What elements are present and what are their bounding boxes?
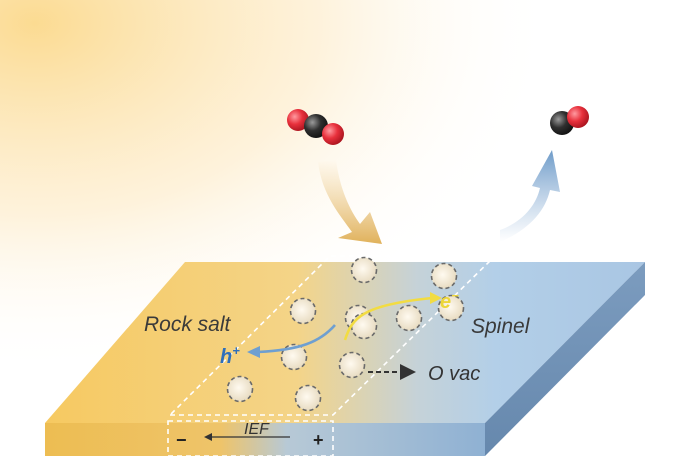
oxygen-vacancy: [226, 375, 254, 403]
spinel-label: Spinel: [471, 315, 531, 338]
slab-top: [45, 262, 645, 423]
oxygen-atom: [287, 109, 309, 131]
hole-arrowhead: [247, 346, 260, 358]
oxygen-vacancy: [430, 262, 458, 290]
electron-charge: −: [451, 288, 459, 303]
oxygen-vacancy: [289, 297, 317, 325]
ief-label: IEF: [244, 421, 270, 438]
gas-flow: [318, 150, 560, 244]
carbon-atom: [304, 114, 328, 138]
oxygen-atom: [322, 123, 344, 145]
slab-front: [45, 423, 485, 456]
rock-salt-label: Rock salt: [144, 313, 232, 336]
electron-label: e−: [440, 288, 459, 313]
oxygen-vacancy: [280, 343, 308, 371]
o-vac-label: O vac: [428, 363, 480, 385]
hole-charge: +: [232, 343, 240, 358]
hole-arrow: [257, 324, 336, 354]
ief-arrowhead: [204, 433, 212, 441]
oxygen-vacancy: [350, 312, 378, 340]
slab: [45, 255, 645, 457]
adsorption-arrow: [318, 160, 382, 244]
electron-arrowhead: [430, 292, 442, 304]
oxygen-vacancy: [350, 256, 378, 284]
electron-arrow: [343, 296, 433, 341]
co-molecule: [550, 106, 589, 135]
interface-region: [168, 255, 497, 416]
electron-symbol: e: [440, 291, 451, 313]
desorption-arrow: [500, 150, 560, 242]
oxygen-vacancy: [395, 304, 423, 332]
oxygen-vacancy: [437, 294, 465, 322]
hole-label: h+: [220, 343, 240, 368]
oxygen-vacancy: [294, 384, 322, 412]
charge-arrows: [204, 292, 442, 441]
oxygen-vacancy: [338, 351, 366, 379]
minus-label: −: [176, 430, 187, 450]
plus-label: +: [313, 430, 324, 450]
oxygen-atom: [567, 106, 589, 128]
ief-box: [167, 420, 334, 457]
hole-symbol: h: [220, 346, 232, 368]
slab-side: [485, 262, 645, 456]
co2-molecule: [287, 109, 344, 145]
